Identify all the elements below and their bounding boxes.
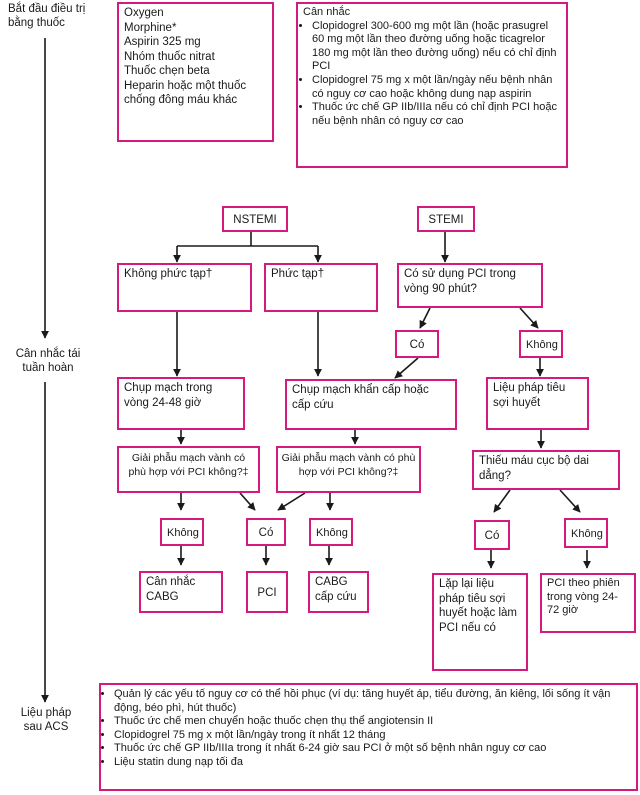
urgent-cabg-node: CABG cấp cứu — [308, 571, 369, 613]
uncomplicated-node: Không phức tạp† — [117, 263, 252, 312]
pci90-no-node: Không — [519, 330, 563, 358]
anatomy-mid-no-node: Không — [309, 518, 353, 546]
post-acs-item: Liệu statin dung nạp tối đa — [114, 756, 632, 770]
consider-box: Cân nhắc Clopidogrel 300-600 mg một lần … — [296, 2, 568, 168]
urgent-angiography-node: Chụp mạch khẩn cấp hoặc cấp cứu — [285, 379, 457, 430]
consider-item: Clopidogrel 75 mg x một lần/ngày nếu bện… — [312, 74, 561, 101]
initial-drug-box: Oxygen Morphine* Aspirin 325 mg Nhóm thu… — [117, 2, 274, 142]
drug-item: Aspirin 325 mg — [124, 36, 201, 48]
consider-cabg-node: Cân nhắc CABG — [139, 571, 223, 613]
drug-item: Heparin hoặc một thuốc chống đông máu kh… — [124, 79, 247, 107]
fibrinolysis-node: Liệu pháp tiêu sợi huyết — [486, 377, 589, 430]
pci-90min-node: Có sử dụng PCI trong vòng 90 phút? — [397, 263, 543, 308]
stemi-node: STEMI — [417, 206, 475, 232]
angiography-24-48h-node: Chụp mạch trong vòng 24-48 giờ — [117, 377, 245, 430]
consider-title: Cân nhắc — [303, 6, 351, 18]
drug-item: Thuốc chẹn beta — [124, 65, 210, 77]
ischemia-no-node: Không — [564, 518, 608, 548]
complicated-node: Phức tạp† — [264, 263, 378, 312]
pci90-yes-node: Có — [395, 330, 439, 358]
anatomy-question-mid: Giải phẫu mạch vành có phù hợp với PCI k… — [276, 446, 421, 493]
drug-item: Morphine* — [124, 21, 177, 34]
anatomy-left-no-node: Không — [160, 518, 204, 546]
pci-node: PCI — [246, 571, 288, 613]
post-acs-item: Clopidogrel 75 mg x một lần/ngày trong í… — [114, 729, 632, 743]
drug-item: Nhóm thuốc nitrat — [124, 50, 215, 63]
post-acs-item: Quản lý các yếu tố nguy cơ có thể hồi ph… — [114, 688, 632, 715]
repeat-fibrinolysis-node: Lặp lại liệu pháp tiêu sợi huyết hoặc là… — [432, 573, 528, 671]
post-acs-item: Thuốc ức chế GP IIb/IIIa trong ít nhất 6… — [114, 742, 632, 756]
consider-item: Thuốc ức chế GP IIb/IIIa nếu có chỉ định… — [312, 101, 561, 128]
nstemi-node: NSTEMI — [222, 206, 288, 232]
drug-item: Oxygen — [124, 7, 164, 19]
post-acs-item: Thuốc ức chế men chuyển hoặc thuốc chẹn … — [114, 715, 632, 729]
consider-item: Clopidogrel 300-600 mg một lần (hoặc pra… — [312, 20, 561, 74]
post-acs-box: Quản lý các yếu tố nguy cơ có thể hồi ph… — [99, 683, 638, 791]
label-post-acs-therapy: Liệu pháp sau ACS — [20, 707, 72, 733]
label-start-treatment: Bắt đầu điều trị bằng thuốc — [8, 3, 86, 29]
routine-pci-node: PCI theo phiên trong vòng 24-72 giờ — [540, 573, 636, 633]
anatomy-yes-node: Có — [246, 518, 286, 546]
anatomy-question-left: Giải phẫu mạch vành có phù hợp với PCI k… — [117, 446, 260, 493]
persistent-ischemia-node: Thiếu máu cục bộ dai dẳng? — [472, 450, 620, 490]
ischemia-yes-node: Có — [474, 520, 510, 550]
label-consider-revascularization: Cân nhắc tái tuần hoàn — [15, 348, 81, 374]
